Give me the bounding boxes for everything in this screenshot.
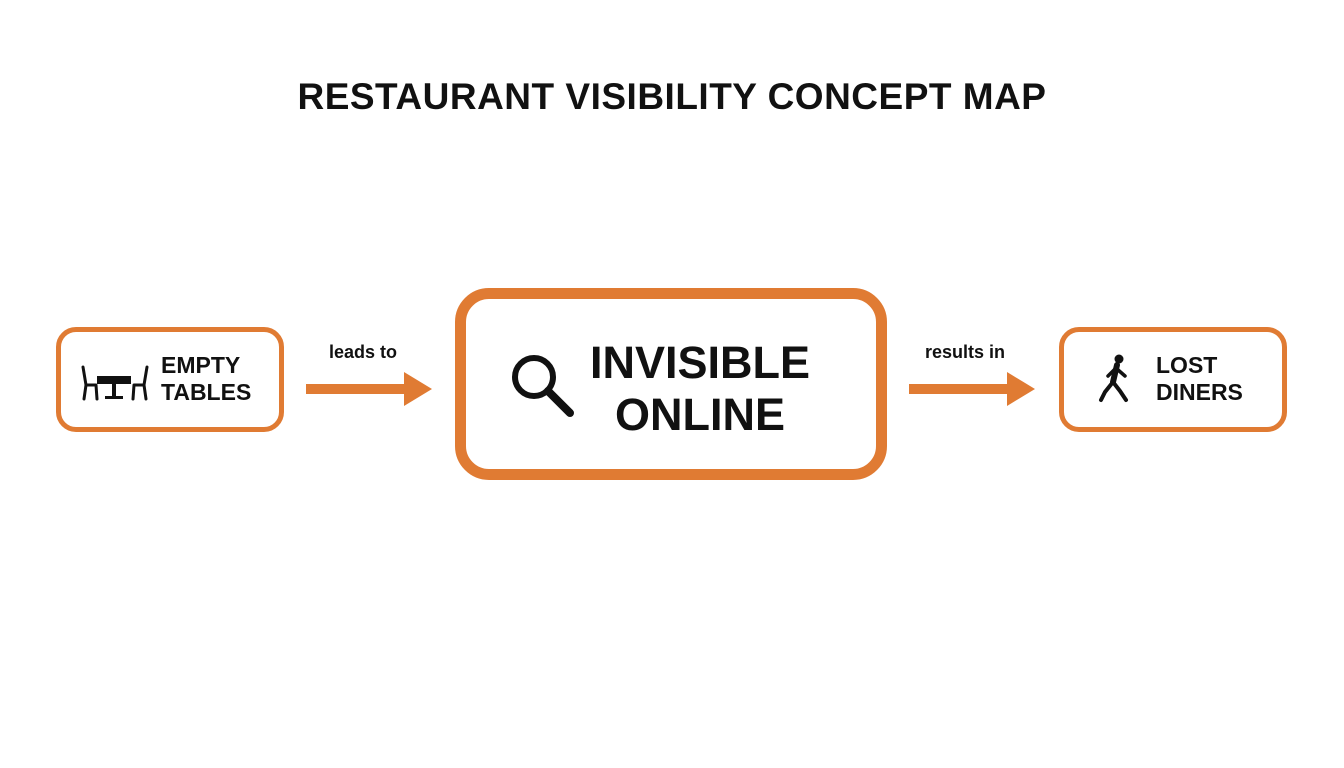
node-invisible-online-line2: ONLINE xyxy=(615,389,786,440)
node-lost-diners-label: LOST DINERS xyxy=(1156,352,1243,406)
node-invisible-online-label: INVISIBLE ONLINE xyxy=(590,337,810,441)
node-empty-tables-line1: EMPTY xyxy=(161,352,241,378)
arrow-right-icon xyxy=(909,372,1035,406)
magnifier-icon xyxy=(508,351,576,424)
edge-label-results-in: results in xyxy=(925,342,1006,362)
node-lost-diners-line1: LOST xyxy=(1156,352,1218,378)
edge-label-leads-to: leads to xyxy=(329,342,398,362)
dining-table-icon xyxy=(80,365,150,406)
page-title: RESTAURANT VISIBILITY CONCEPT MAP xyxy=(297,76,1047,117)
node-empty-tables: EMPTY TABLES xyxy=(56,327,284,432)
node-lost-diners: LOST DINERS xyxy=(1059,327,1287,432)
node-invisible-online: INVISIBLE ONLINE xyxy=(455,288,887,480)
node-lost-diners-line2: DINERS xyxy=(1156,379,1243,405)
node-empty-tables-label: EMPTY TABLES xyxy=(161,352,251,406)
node-invisible-online-line1: INVISIBLE xyxy=(590,337,811,388)
node-empty-tables-line2: TABLES xyxy=(161,379,252,405)
walking-person-icon xyxy=(1098,354,1134,409)
arrow-right-icon xyxy=(306,372,432,406)
